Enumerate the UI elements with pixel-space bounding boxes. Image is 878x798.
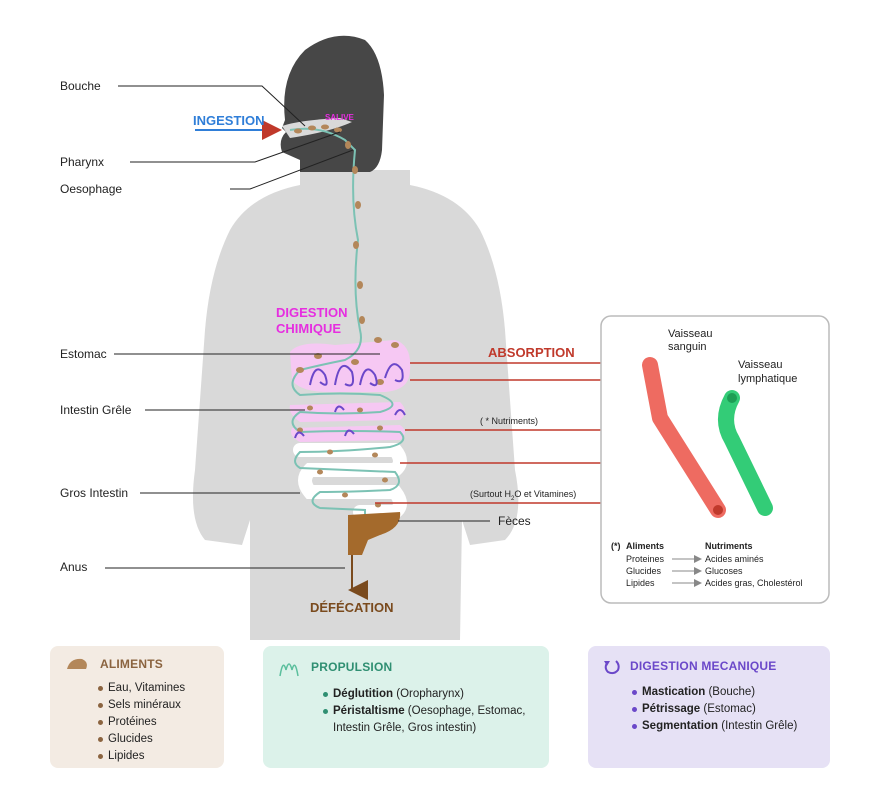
label-estomac: Estomac xyxy=(60,347,107,361)
digestive-diagram: Bouche Pharynx Oesophage Estomac Intesti… xyxy=(60,35,830,640)
legend-aliments-item: Eau, Vitamines xyxy=(96,680,210,697)
label-anus: Anus xyxy=(60,560,87,574)
legend-propulsion: PROPULSION Déglutition (Oropharynx) Péri… xyxy=(263,646,549,768)
label-oesophage: Oesophage xyxy=(60,182,122,196)
legend-aliments-item: Lipides xyxy=(96,748,210,765)
table-col-aliments: Aliments xyxy=(626,541,664,551)
food-icon xyxy=(67,658,87,669)
label-ingestion: INGESTION xyxy=(193,113,265,128)
legend-mecanique-item: Mastication (Bouche) xyxy=(630,684,816,701)
table-col-nutriments: Nutriments xyxy=(705,541,753,551)
table-nutriment: Acides gras, Cholestérol xyxy=(705,578,803,588)
peristalsis-icon xyxy=(279,663,299,677)
legend-digestion-mecanique: DIGESTION MECANIQUE Mastication (Bouche)… xyxy=(588,646,830,768)
label-digestion-chimique-2: CHIMIQUE xyxy=(276,321,341,336)
label-vaisseau-lymph-2: lymphatique xyxy=(738,373,797,385)
legend-propulsion-title: PROPULSION xyxy=(311,660,393,674)
legend-aliments: ALIMENTS Eau, Vitamines Sels minéraux Pr… xyxy=(50,646,224,768)
table-marker: (*) xyxy=(611,541,621,551)
digestive-tube xyxy=(289,127,405,570)
label-absorption: ABSORPTION xyxy=(488,345,575,360)
food-particles xyxy=(294,124,399,508)
legend-propulsion-item: Déglutition (Oropharynx) xyxy=(321,686,535,703)
label-nutriments-note: ( * Nutriments) xyxy=(480,416,538,426)
label-vaisseau-sanguin-1: Vaisseau xyxy=(668,328,712,340)
table-nutriment: Glucoses xyxy=(705,566,743,576)
legend-aliments-item: Protéines xyxy=(96,714,210,731)
head xyxy=(280,35,384,172)
legend-aliments-item: Glucides xyxy=(96,731,210,748)
small-intestine-area xyxy=(289,402,405,422)
legend-mecanique-item: Segmentation (Intestin Grêle) xyxy=(630,718,816,735)
peristalsis-loops xyxy=(294,363,406,439)
blood-vessel-end xyxy=(713,505,723,515)
label-defecation: DÉFÉCATION xyxy=(310,600,394,615)
lymph-vessel xyxy=(718,390,773,516)
label-bouche: Bouche xyxy=(60,79,101,93)
label-intestin-grele: Intestin Grêle xyxy=(60,403,132,417)
label-surtout: (Surtout H2O et Vitamines) xyxy=(470,489,576,502)
label-feces: Fèces xyxy=(498,514,531,528)
table-arrows xyxy=(672,555,702,587)
table-aliment: Glucides xyxy=(626,566,662,576)
table-nutriment: Acides aminés xyxy=(705,554,764,564)
label-digestion-chimique-1: DIGESTION xyxy=(276,305,348,320)
label-salive: SALIVE xyxy=(325,113,355,122)
small-intestine-area-2 xyxy=(291,425,405,442)
table-aliment: Proteines xyxy=(626,554,665,564)
legend-aliments-item: Sels minéraux xyxy=(96,697,210,714)
stomach-area xyxy=(290,340,411,392)
lymph-vessel-end xyxy=(727,393,737,403)
label-pharynx: Pharynx xyxy=(60,155,104,169)
table-aliment: Lipides xyxy=(626,578,655,588)
legend-aliments-title: ALIMENTS xyxy=(100,657,163,671)
label-vaisseau-sanguin-2: sanguin xyxy=(668,341,707,353)
legend-propulsion-item: Péristaltisme (Oesophage, Estomac, Intes… xyxy=(321,703,535,737)
large-intestine-loops xyxy=(293,443,407,519)
rotation-icon xyxy=(604,660,620,675)
leader-lines xyxy=(105,85,490,569)
blood-vessel xyxy=(642,357,726,518)
feces-blob xyxy=(348,512,401,555)
label-vaisseau-lymph-1: Vaisseau xyxy=(738,359,782,371)
label-gros-intestin: Gros Intestin xyxy=(60,486,128,500)
legend-mecanique-title: DIGESTION MECANIQUE xyxy=(630,659,777,673)
legend-mecanique-item: Pétrissage (Estomac) xyxy=(630,701,816,718)
